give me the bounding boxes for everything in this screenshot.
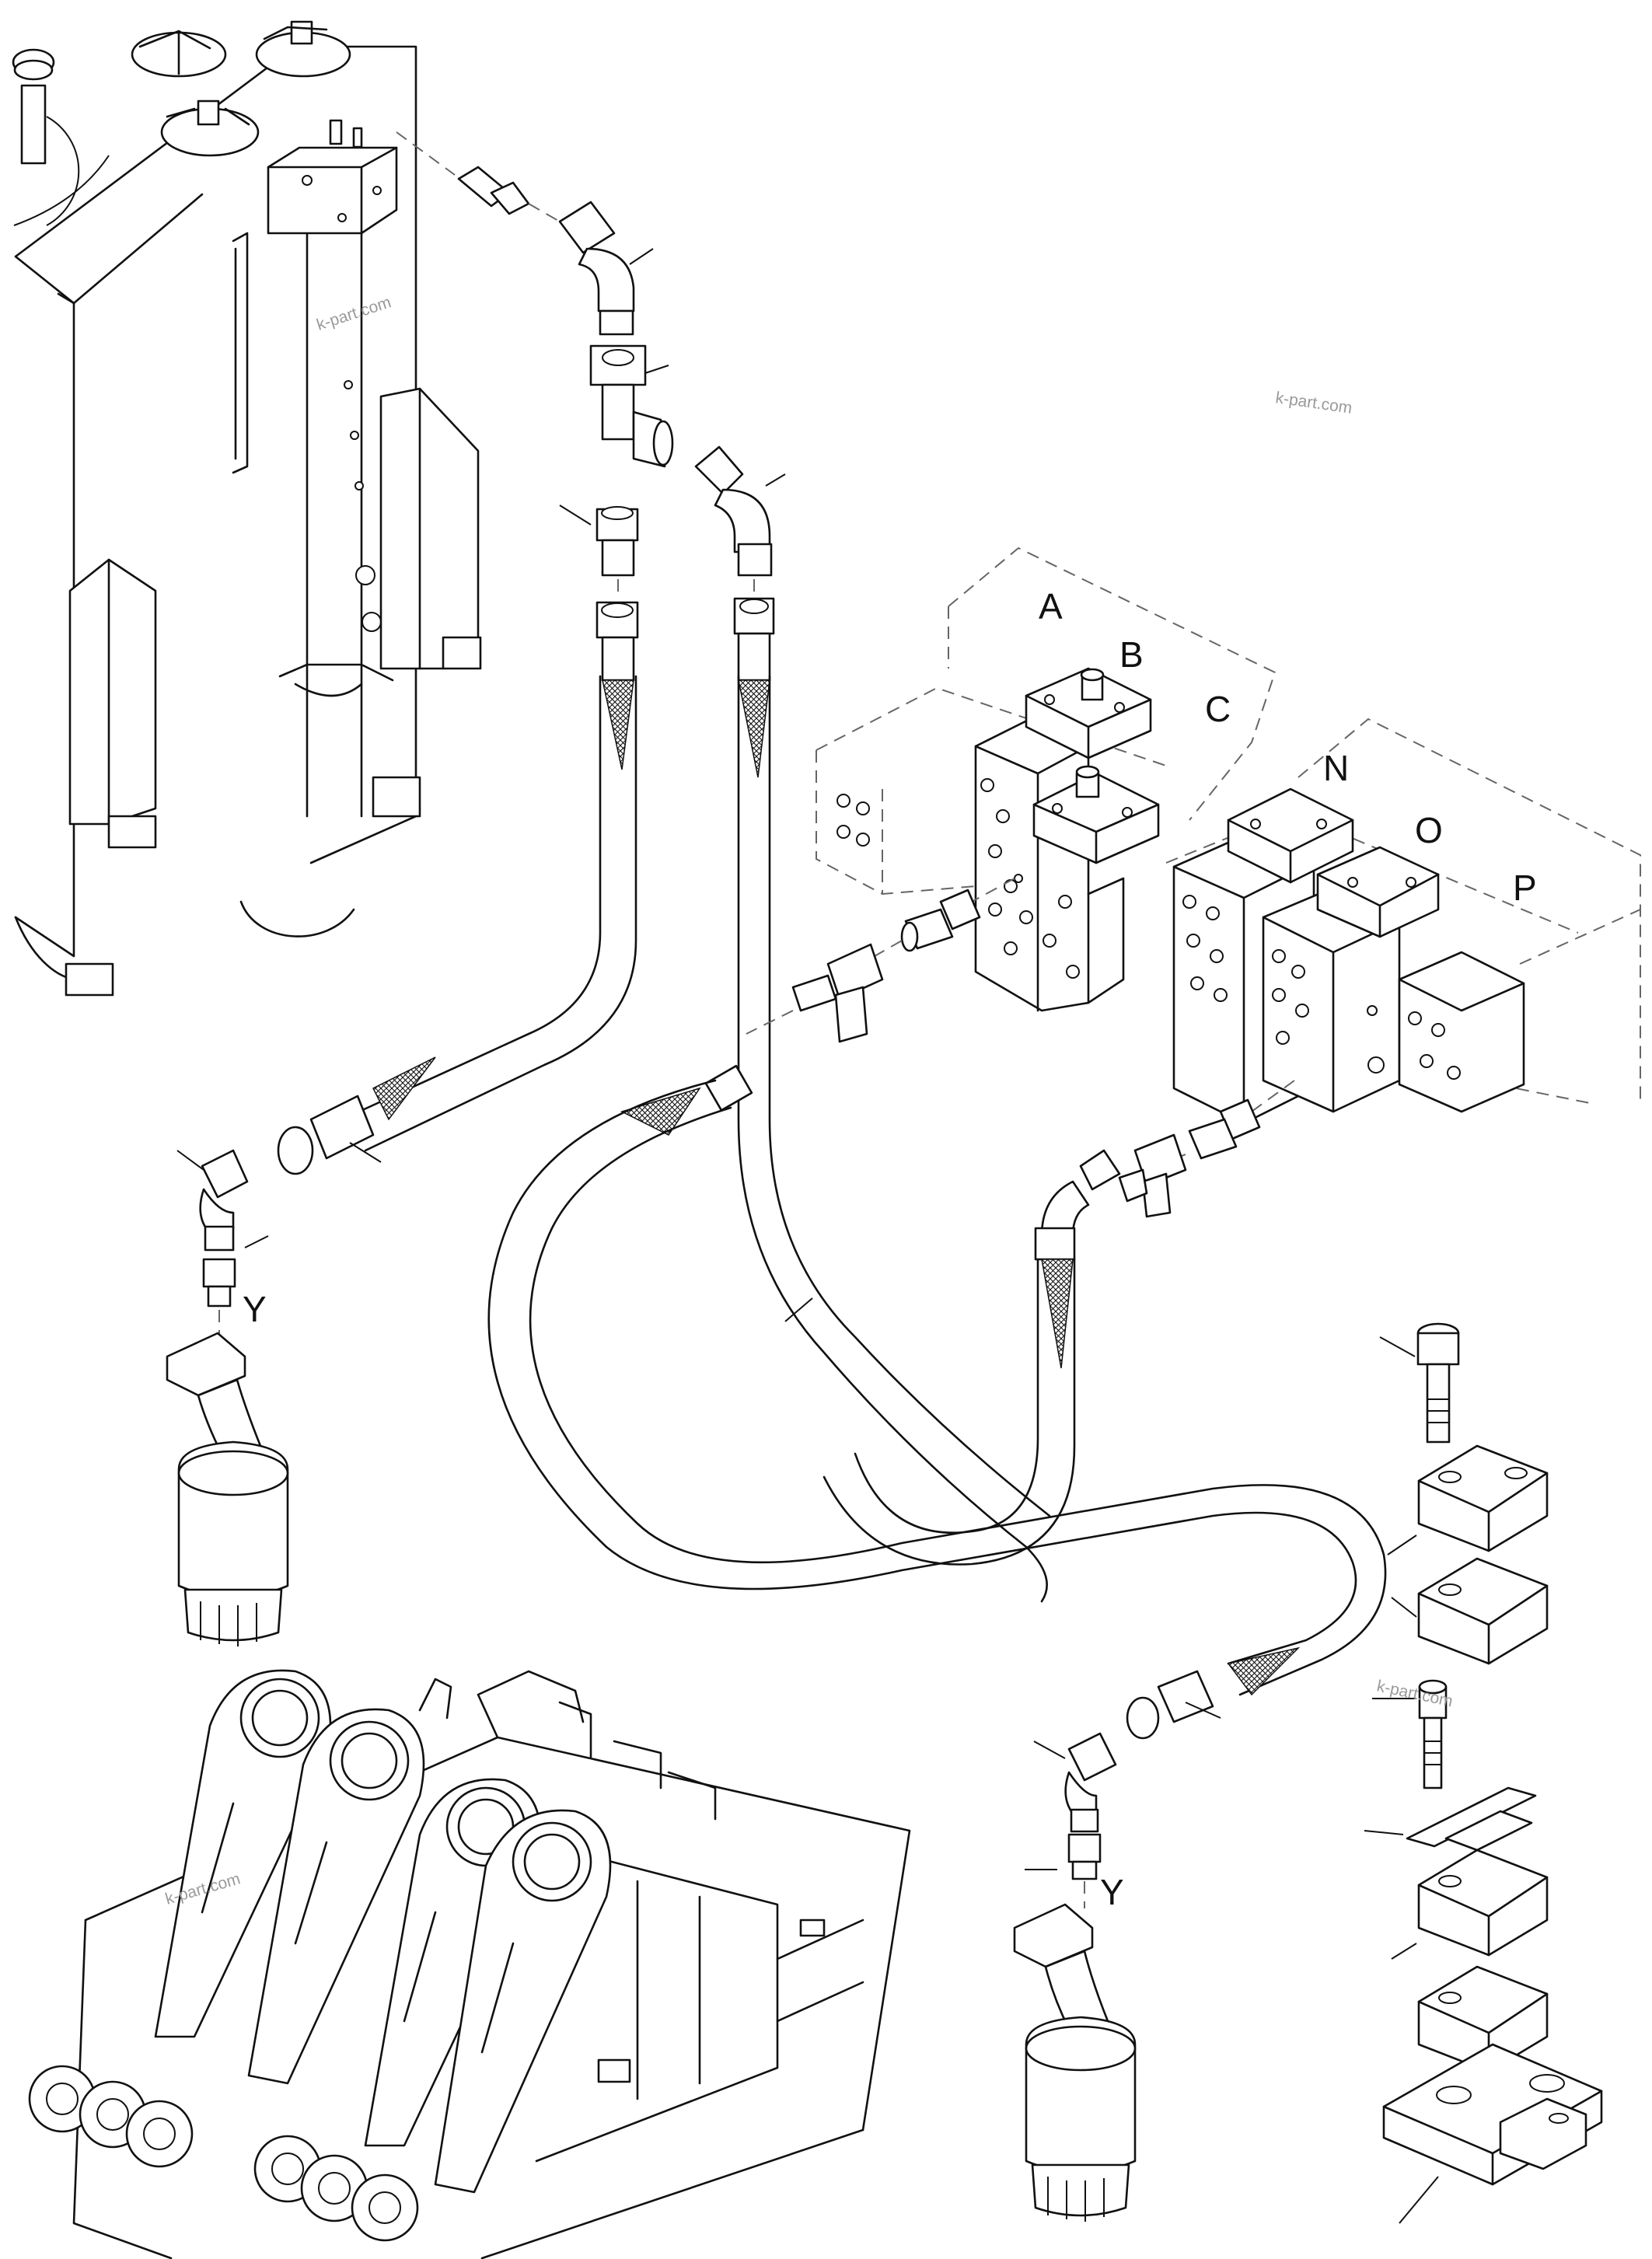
- ppc-lever-valve-left: [166, 1149, 289, 1646]
- tank-breather-caps: [131, 20, 351, 157]
- label-b: B: [1119, 634, 1144, 675]
- hydraulic-tank: [12, 20, 482, 997]
- control-valve-blocks: [816, 546, 1641, 1125]
- callout-letters: A B C N O P Y Y: [243, 586, 1537, 1912]
- watermark-text: k-part.com: [314, 293, 393, 334]
- return-hose-fittings: [396, 131, 786, 599]
- tank-manifold-block: [267, 119, 398, 235]
- label-c: C: [1205, 689, 1231, 729]
- label-n: N: [1323, 748, 1349, 788]
- pilot-line-fittings: [746, 878, 1295, 1218]
- label-p: P: [1513, 868, 1537, 908]
- hose-assemblies: [277, 597, 1387, 1740]
- label-a: A: [1039, 586, 1063, 627]
- machine-frame: [28, 1669, 911, 2259]
- watermark-text: k-part.com: [1274, 389, 1353, 417]
- label-y-right: Y: [1100, 1872, 1124, 1912]
- valve-port-holes-right: [1182, 819, 1461, 1080]
- ppc-lever-valve-right: [1013, 1732, 1137, 2222]
- label-o: O: [1415, 810, 1443, 850]
- hose-clamp-parts: [1364, 1322, 1603, 2224]
- label-y-left: Y: [243, 1289, 267, 1329]
